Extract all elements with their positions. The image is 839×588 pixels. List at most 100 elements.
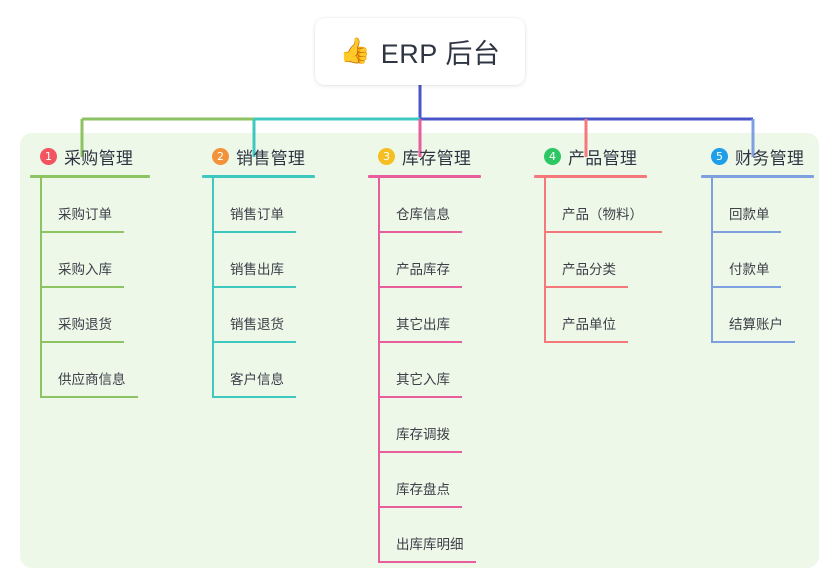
list-item-label: 结算账户 [729, 317, 783, 332]
list-item-label: 产品分类 [562, 262, 616, 277]
list-item[interactable]: 其它入库 [378, 343, 481, 398]
item-divider [378, 341, 462, 343]
list-item[interactable]: 产品分类 [544, 233, 647, 288]
column-header-3[interactable]: 3 库存管理 [368, 143, 481, 169]
column-badge-icon: 2 [212, 147, 229, 165]
column-item-list: 采购订单采购入库采购退货供应商信息 [30, 178, 150, 398]
list-item-label: 客户信息 [230, 372, 284, 387]
item-divider [711, 231, 781, 233]
column-item-list: 回款单付款单结算账户 [701, 178, 814, 343]
thumbs-up-icon: 👍 [339, 37, 371, 65]
item-connector [212, 233, 214, 288]
list-item[interactable]: 库存调拨 [378, 398, 481, 453]
column-3: 3 库存管理仓库信息产品库存其它出库其它入库库存调拨库存盘点出库库明细 [368, 143, 481, 563]
list-item[interactable]: 仓库信息 [378, 178, 481, 233]
item-connector [40, 288, 42, 343]
column-header-5[interactable]: 5 财务管理 [701, 143, 814, 169]
item-connector [711, 178, 713, 233]
list-item-label: 库存调拨 [396, 427, 450, 442]
column-divider [30, 175, 150, 178]
column-divider [368, 175, 481, 178]
list-item[interactable]: 回款单 [711, 178, 814, 233]
item-connector [378, 178, 380, 233]
column-header-1[interactable]: 1 采购管理 [30, 143, 150, 169]
item-connector [40, 178, 42, 233]
item-connector [378, 343, 380, 398]
item-connector [544, 233, 546, 288]
list-item[interactable]: 库存盘点 [378, 453, 481, 508]
list-item-label: 采购订单 [58, 207, 112, 222]
list-item[interactable]: 销售出库 [212, 233, 315, 288]
list-item-label: 库存盘点 [396, 482, 450, 497]
item-connector [378, 508, 380, 563]
list-item-label: 产品单位 [562, 317, 616, 332]
column-divider [202, 175, 315, 178]
column-item-list: 销售订单销售出库销售退货客户信息 [202, 178, 315, 398]
column-badge-icon: 3 [378, 147, 395, 165]
item-divider [378, 561, 476, 563]
list-item-label: 产品库存 [396, 262, 450, 277]
item-divider [711, 341, 795, 343]
column-4: 4 产品管理产品（物料） 产品分类产品单位 [534, 143, 662, 343]
diagram-panel [20, 133, 819, 568]
item-divider [40, 341, 124, 343]
item-connector [378, 233, 380, 288]
list-item[interactable]: 采购入库 [40, 233, 150, 288]
column-title: 库存管理 [402, 148, 472, 168]
column-header-4[interactable]: 4 产品管理 [534, 143, 647, 169]
item-divider [378, 506, 462, 508]
item-divider [212, 231, 296, 233]
root-node[interactable]: 👍 ERP 后台 [315, 18, 525, 85]
item-divider [711, 286, 781, 288]
list-item-label: 销售退货 [230, 317, 284, 332]
column-title: 产品管理 [568, 148, 638, 168]
item-connector [212, 343, 214, 398]
list-item[interactable]: 产品单位 [544, 288, 647, 343]
item-connector [212, 178, 214, 233]
list-item[interactable]: 销售订单 [212, 178, 315, 233]
column-title: 财务管理 [735, 148, 805, 168]
column-divider [534, 175, 647, 178]
list-item-label: 其它入库 [396, 372, 450, 387]
list-item-label: 回款单 [729, 207, 770, 222]
item-connector [711, 233, 713, 288]
list-item[interactable]: 产品库存 [378, 233, 481, 288]
item-divider [544, 341, 628, 343]
list-item[interactable]: 结算账户 [711, 288, 814, 343]
list-item[interactable]: 采购订单 [40, 178, 150, 233]
root-node-label: ERP 后台 [380, 39, 501, 69]
list-item-label: 其它出库 [396, 317, 450, 332]
list-item[interactable]: 供应商信息 [40, 343, 150, 398]
list-item[interactable]: 客户信息 [212, 343, 315, 398]
item-divider [378, 286, 462, 288]
column-badge-icon: 1 [40, 147, 57, 165]
item-connector [40, 233, 42, 288]
list-item-label: 产品（物料） [562, 207, 643, 222]
column-badge-icon: 4 [544, 147, 561, 165]
item-divider [212, 396, 296, 398]
list-item[interactable]: 其它出库 [378, 288, 481, 343]
column-badge-icon: 5 [711, 147, 728, 165]
list-item[interactable]: 销售退货 [212, 288, 315, 343]
list-item[interactable]: 出库库明细 [378, 508, 481, 563]
list-item[interactable]: 付款单 [711, 233, 814, 288]
column-1: 1 采购管理采购订单采购入库采购退货供应商信息 [30, 143, 150, 398]
column-title: 采购管理 [64, 148, 134, 168]
list-item-label: 采购入库 [58, 262, 112, 277]
column-divider [701, 175, 814, 178]
item-connector [378, 453, 380, 508]
item-connector [40, 343, 42, 398]
item-divider [40, 231, 124, 233]
list-item-label: 出库库明细 [396, 537, 464, 552]
list-item[interactable]: 采购退货 [40, 288, 150, 343]
column-5: 5 财务管理回款单付款单结算账户 [701, 143, 814, 343]
list-item-label: 采购退货 [58, 317, 112, 332]
item-divider [212, 286, 296, 288]
item-connector [544, 178, 546, 233]
list-item[interactable]: 产品（物料） [544, 178, 662, 233]
item-connector [378, 288, 380, 343]
item-connector [378, 398, 380, 453]
